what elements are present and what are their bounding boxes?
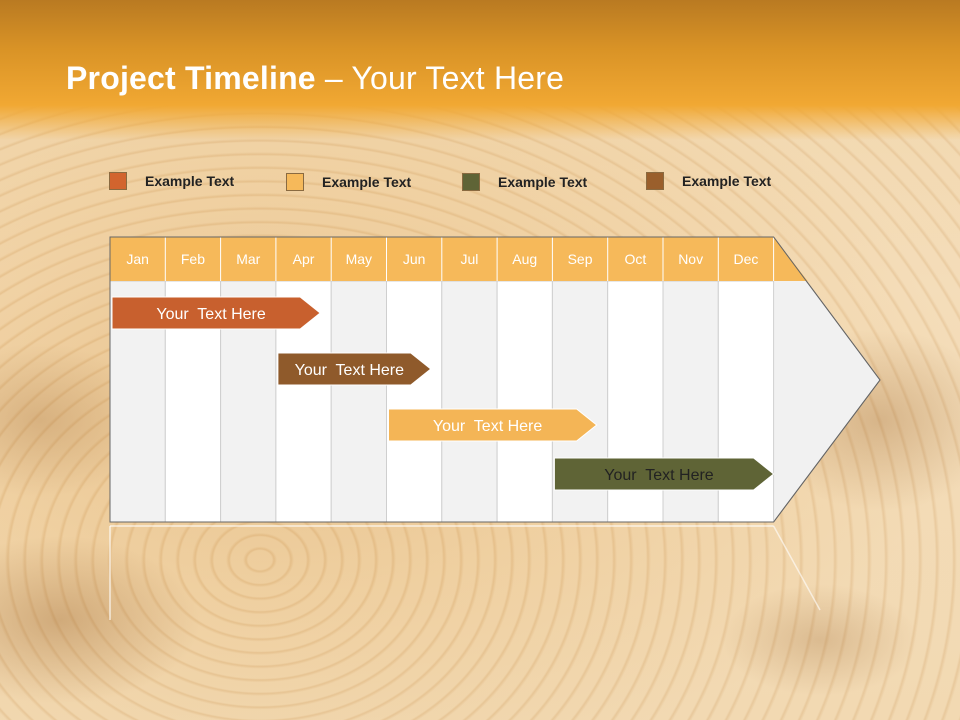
month-label-aug: Aug [512, 251, 537, 267]
task-bar-3 [388, 408, 598, 442]
month-column-may [330, 280, 388, 523]
title-rest: – Your Text Here [315, 60, 565, 96]
task-label-2: Your Text Here [295, 362, 405, 379]
month-column-aug [496, 280, 553, 523]
reflection-line [772, 525, 821, 611]
legend-label-3: Example Text [498, 174, 588, 190]
legend-swatch-3 [462, 173, 480, 191]
month-header-band [110, 237, 808, 281]
month-label-apr: Apr [293, 251, 315, 267]
legend-label-1: Example Text [145, 173, 235, 189]
legend-label-4: Example Text [682, 173, 772, 189]
task-bar-2 [277, 352, 432, 386]
page-title: Project Timeline – Your Text Here [66, 60, 564, 97]
legend-swatch-2 [286, 173, 304, 191]
month-label-nov: Nov [678, 251, 703, 267]
month-label-may: May [346, 251, 372, 267]
title-bold: Project Timeline [66, 60, 316, 96]
month-column-jun [386, 280, 443, 523]
month-label-jun: Jun [403, 251, 426, 267]
month-label-jul: Jul [460, 251, 478, 267]
task-bar-4 [553, 457, 775, 491]
month-column-jul [441, 280, 498, 523]
task-label-3: Your Text Here [433, 418, 543, 435]
legend-swatch-1 [109, 172, 127, 190]
legend-label-2: Example Text [322, 174, 412, 190]
month-label-feb: Feb [181, 251, 205, 267]
timeline-arrow-outline [109, 236, 881, 523]
legend-swatch-4 [646, 172, 664, 190]
title-banner [0, 0, 960, 140]
task-label-4: Your Text Here [604, 467, 714, 484]
month-label-mar: Mar [236, 251, 260, 267]
month-label-jan: Jan [126, 251, 149, 267]
task-label-1: Your Text Here [156, 306, 266, 323]
month-label-oct: Oct [624, 251, 646, 267]
month-label-sep: Sep [568, 251, 593, 267]
month-label-dec: Dec [733, 251, 758, 267]
task-bar-1 [111, 296, 321, 330]
